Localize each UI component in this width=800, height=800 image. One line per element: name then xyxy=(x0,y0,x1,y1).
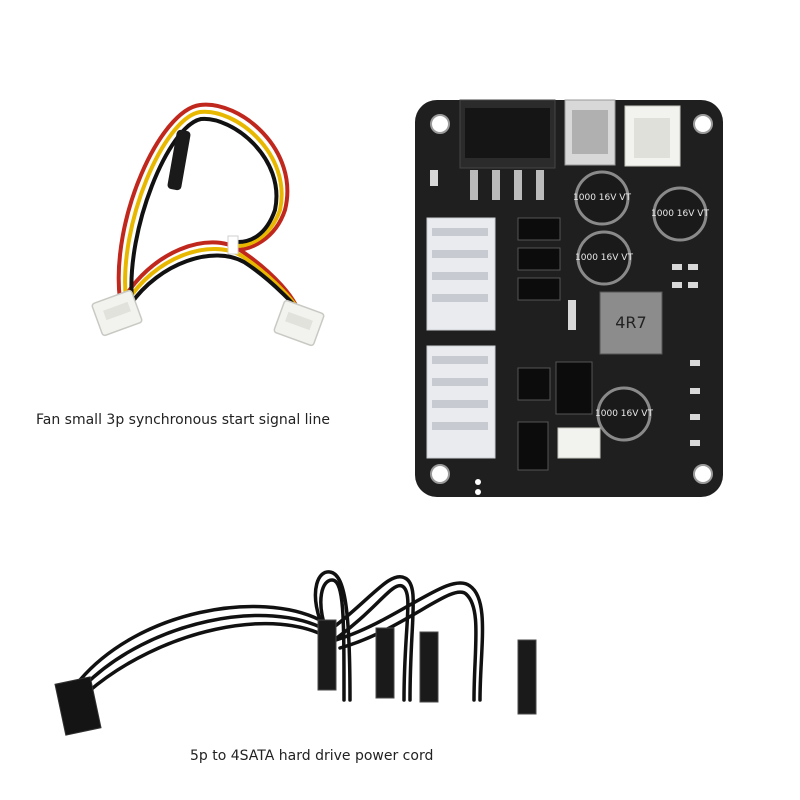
svg-text:4R7: 4R7 xyxy=(615,313,646,332)
fan-connector-left xyxy=(91,289,143,337)
pcb-board: 1000 16V VT 1000 16V VT 1000 16V VT 1000… xyxy=(415,99,723,497)
svg-text:1000 16V VT: 1000 16V VT xyxy=(573,193,631,203)
svg-text:1000 16V VT: 1000 16V VT xyxy=(651,209,709,219)
capacitor-1: 1000 16V VT xyxy=(573,170,631,226)
inductor: 4R7 xyxy=(599,291,663,355)
fan-signal-cable xyxy=(91,102,325,347)
capacitor-4: 1000 16V VT xyxy=(595,386,653,442)
svg-text:1000 16V VT: 1000 16V VT xyxy=(575,253,633,263)
fan-cable-caption: Fan small 3p synchronous start signal li… xyxy=(36,412,330,428)
fan-connector-right xyxy=(273,299,325,347)
capacitor-3: 1000 16V VT xyxy=(575,230,633,286)
sata-cable-caption: 5p to 4SATA hard drive power cord xyxy=(190,748,434,764)
sata-power-cord xyxy=(54,570,537,736)
capacitor-2: 1000 16V VT xyxy=(651,186,709,242)
svg-text:1000 16V VT: 1000 16V VT xyxy=(595,409,653,419)
